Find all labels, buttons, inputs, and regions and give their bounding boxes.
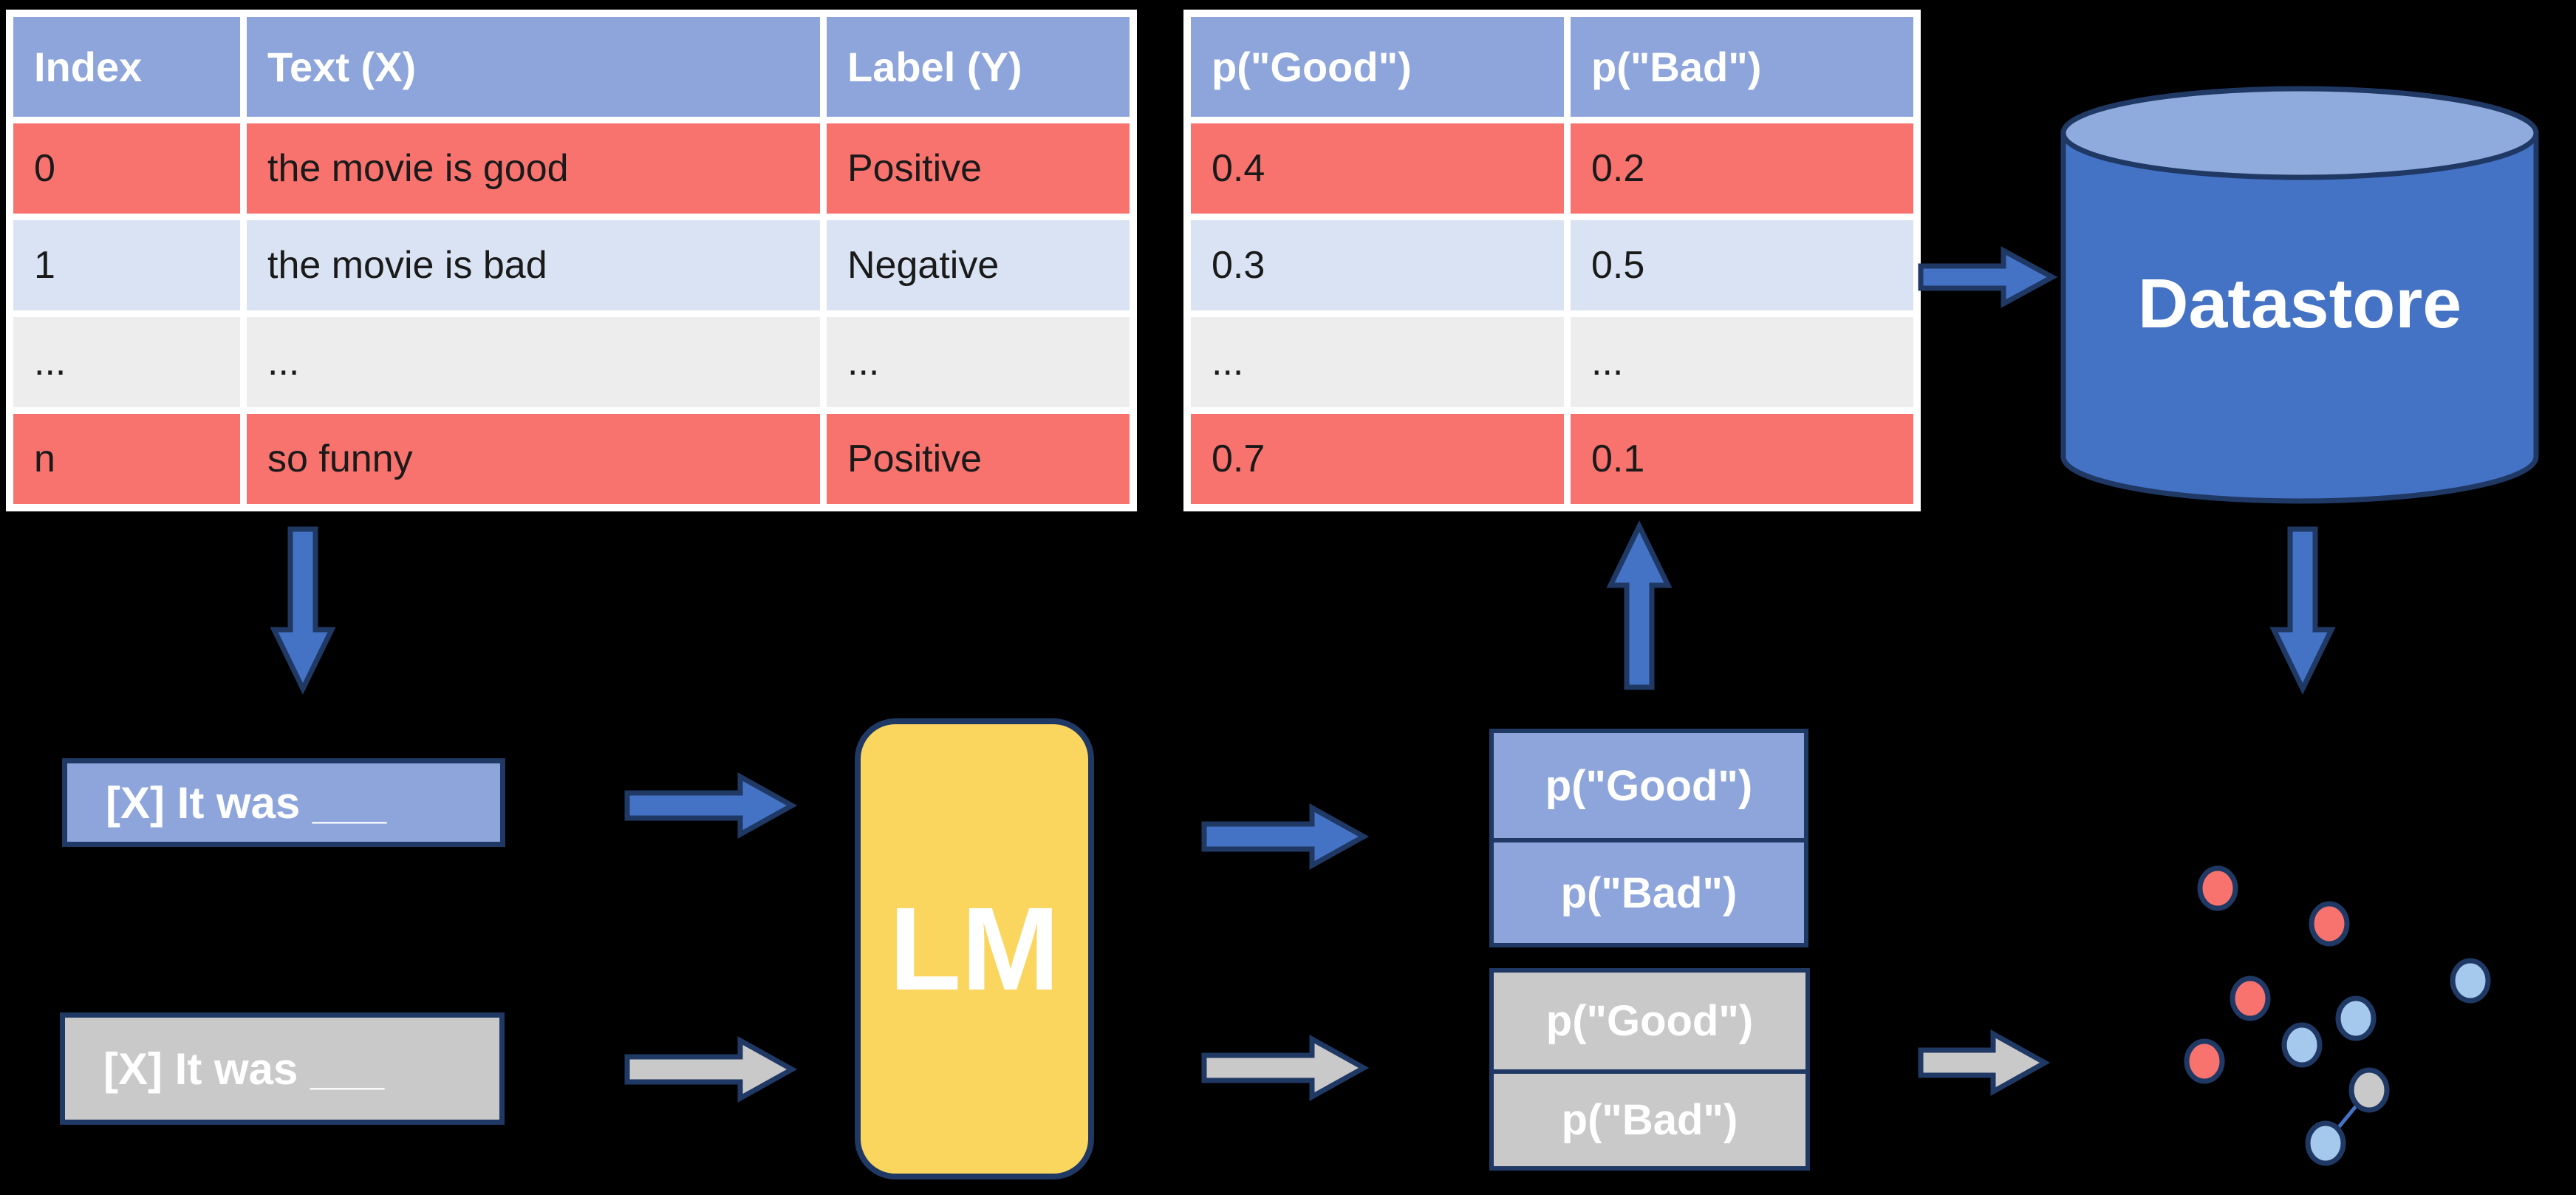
arrow-datastore-down <box>2269 526 2336 695</box>
unlabeled-prompt-box: [X] It was ___ <box>60 1012 505 1125</box>
prob-cell-bad: 0.5 <box>1571 220 1913 310</box>
dataset-cell-index: n <box>13 414 240 504</box>
language-model-label: LM <box>889 882 1060 1015</box>
arrow-stack-to-scatter <box>1918 1029 2051 1096</box>
labeled-prompt-text: [X] It was ___ <box>106 777 387 828</box>
labeled-prob-good-cell: p("Good") <box>1545 761 1753 810</box>
arrow-unlabeled-prompt-to-lm <box>624 1036 798 1103</box>
arrow-lm-to-labeled-stack <box>1201 803 1370 870</box>
arrow-stack-to-prob-table <box>1606 520 1673 690</box>
dataset-cell-label: Negative <box>827 220 1130 310</box>
arrow-labeled-prompt-to-lm <box>624 772 798 839</box>
embedding-scatter <box>2184 865 2491 1166</box>
prob-cell-good: 0.4 <box>1191 123 1564 214</box>
arrow-dataset-to-prompt <box>270 526 336 695</box>
scatter-dot-red <box>2309 901 2350 947</box>
language-model-box: LM <box>855 718 1094 1179</box>
prob-cell-good: 0.7 <box>1191 414 1564 504</box>
dataset-cell-label: Positive <box>827 414 1130 504</box>
prob-header-good: p("Good") <box>1191 17 1564 117</box>
prob-cell-good: 0.3 <box>1191 220 1564 310</box>
arrow-prob-table-to-datastore <box>1918 246 2058 308</box>
datastore-cylinder-body <box>2060 130 2539 504</box>
dataset-header-label: Label (Y) <box>827 17 1130 117</box>
prob-cell-bad: ... <box>1571 317 1913 407</box>
unlabeled-prob-bad-cell: p("Bad") <box>1494 1069 1805 1166</box>
dataset-cell-text: so funny <box>247 414 820 504</box>
dataset-cell-index: 1 <box>13 220 240 310</box>
unlabeled-prob-stack: p("Good") p("Bad") <box>1489 968 1810 1171</box>
prob-header-bad: p("Bad") <box>1571 17 1913 117</box>
prob-cell-bad: 0.1 <box>1571 414 1913 504</box>
scatter-dot-red <box>2230 976 2271 1021</box>
dataset-cell-index: ... <box>13 317 240 407</box>
dataset-cell-index: 0 <box>13 123 240 214</box>
dataset-cell-text: ... <box>247 317 820 407</box>
dataset-cell-label: Positive <box>827 123 1130 214</box>
labeled-prompt-box: [X] It was ___ <box>62 758 505 847</box>
unlabeled-prompt-text: [X] It was ___ <box>103 1044 385 1094</box>
scatter-dot-blue <box>2450 958 2491 1004</box>
training-data-table: Index Text (X) Label (Y) 0 the movie is … <box>6 10 1137 511</box>
dataset-cell-text: the movie is bad <box>247 220 820 310</box>
dataset-header-text: Text (X) <box>247 17 820 117</box>
scatter-dot-blue <box>2305 1120 2346 1166</box>
labeled-prob-stack: p("Good") p("Bad") <box>1489 729 1808 947</box>
datastore-label: Datastore <box>2138 265 2461 343</box>
scatter-dot-red <box>2197 865 2238 911</box>
datastore-cylinder-top <box>2060 86 2539 180</box>
labeled-prob-bad-cell: p("Bad") <box>1494 838 1804 943</box>
scatter-dot-blue <box>2335 995 2377 1041</box>
scatter-dot-red <box>2184 1038 2225 1084</box>
dataset-header-index: Index <box>13 17 240 117</box>
prob-cell-bad: 0.2 <box>1571 123 1913 214</box>
arrow-lm-to-unlabeled-stack <box>1201 1035 1370 1101</box>
dataset-cell-text: the movie is good <box>247 123 820 214</box>
unlabeled-prob-good-cell: p("Good") <box>1545 997 1754 1045</box>
prob-cell-good: ... <box>1191 317 1564 407</box>
probability-table: p("Good") p("Bad") 0.4 0.2 0.3 0.5 ... .… <box>1183 10 1921 511</box>
datastore-cylinder: Datastore <box>2060 86 2539 504</box>
scatter-dot-blue <box>2281 1022 2323 1068</box>
scatter-dot-gray <box>2348 1067 2390 1113</box>
dataset-cell-label: ... <box>827 317 1130 407</box>
